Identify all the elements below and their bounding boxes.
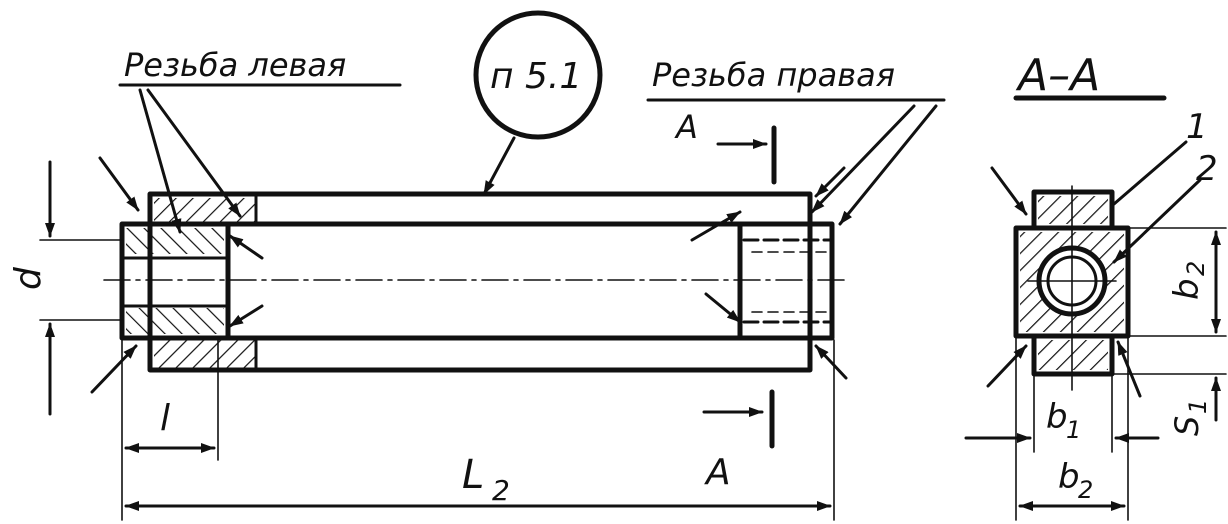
dim-b2-label: b [1058, 457, 1080, 497]
bottom-plate [1031, 333, 1115, 377]
position-2-label: 2 [1196, 149, 1218, 189]
callout-circle [473, 10, 603, 140]
dim-b2-vertical-sub: 2 [1182, 261, 1210, 276]
outer-tube [147, 191, 813, 373]
thread-left-label: Резьба левая [124, 46, 346, 84]
position-1-label: 1 [1186, 107, 1208, 147]
dim-d-label: d [8, 266, 49, 290]
cut-label-bottom: А [704, 452, 731, 493]
callout-label: п 5.1 [490, 56, 582, 97]
left-hatch-bottom [154, 340, 256, 368]
thread-right-label: Резьба правая [652, 56, 895, 94]
cut-label-top: А [674, 108, 698, 146]
dim-s1-sub: 1 [1184, 399, 1212, 414]
dim-s1-label: S [1168, 416, 1206, 436]
main-view [39, 10, 946, 521]
dim-b1-label: b [1046, 397, 1068, 437]
left-fitting-hatch-top [126, 228, 224, 254]
section-view [964, 95, 1227, 521]
dim-b2-sub: 2 [1078, 476, 1093, 504]
left-fitting-hatch-bottom [126, 308, 224, 334]
dim-L2-label: L [462, 452, 484, 498]
right-end-fitting [737, 221, 835, 341]
dim-L2-sub: 2 [492, 474, 510, 507]
section-title: А–А [1015, 50, 1100, 101]
left-hatch-top [154, 198, 256, 222]
dim-l-label: l [160, 398, 170, 439]
dim-b2-vertical-label: b [1167, 278, 1207, 300]
dim-b1-sub: 1 [1066, 416, 1081, 444]
